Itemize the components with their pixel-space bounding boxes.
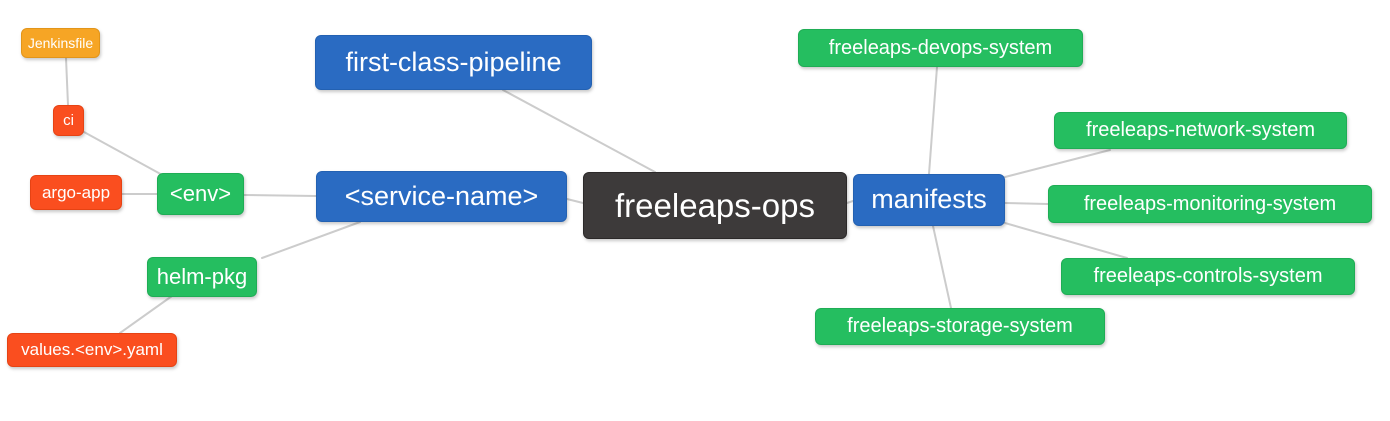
edge-manifests-freeleaps-storage-system [932,225,952,309]
edge-jenkinsfile-ci [65,57,69,106]
node-label: freeleaps-network-system [1086,119,1315,141]
edge-freeleaps-ops-manifests [846,200,854,204]
node-label: freeleaps-monitoring-system [1083,192,1337,215]
node-freeleaps-ops[interactable]: freeleaps-ops [583,172,847,239]
edge-ci-env [83,131,167,178]
node-freeleaps-devops-system[interactable]: freeleaps-devops-system [798,29,1083,67]
node-freeleaps-storage-system[interactable]: freeleaps-storage-system [815,308,1105,345]
node-freeleaps-controls-system[interactable]: freeleaps-controls-system [1061,258,1355,295]
node-label: freeleaps-ops [615,186,815,224]
node-label: ci [63,111,74,129]
node-label: <service-name> [344,180,539,211]
edge-service-name-freeleaps-ops [566,198,584,204]
node-freeleaps-network-system[interactable]: freeleaps-network-system [1054,112,1347,149]
edge-manifests-freeleaps-monitoring-system [1004,202,1049,205]
node-label: freeleaps-controls-system [1093,265,1323,287]
edge-manifests-freeleaps-network-system [1004,149,1111,178]
node-freeleaps-monitoring-system[interactable]: freeleaps-monitoring-system [1048,185,1372,223]
node-env[interactable]: <env> [157,173,244,215]
node-first-class-pipeline[interactable]: first-class-pipeline [315,35,592,90]
edge-service-name-helm-pkg [261,221,361,259]
node-manifests[interactable]: manifests [853,174,1005,226]
node-label: freeleaps-devops-system [828,36,1053,59]
node-values-env-yaml[interactable]: values.<env>.yaml [7,333,177,367]
node-label: first-class-pipeline [345,46,562,77]
node-helm-pkg[interactable]: helm-pkg [147,257,257,297]
edge-manifests-freeleaps-controls-system [1004,222,1128,259]
node-label: manifests [871,184,987,214]
node-jenkinsfile[interactable]: Jenkinsfile [21,28,100,58]
node-label: freeleaps-storage-system [847,315,1073,337]
node-label: values.<env>.yaml [21,340,163,359]
node-argo-app[interactable]: argo-app [30,175,122,210]
edge-manifests-freeleaps-devops-system [928,66,938,175]
edge-helm-pkg-values-env-yaml [119,295,173,334]
node-label: argo-app [41,182,111,202]
edge-first-class-pipeline-freeleaps-ops [502,89,656,173]
node-service-name[interactable]: <service-name> [316,171,567,222]
edge-env-service-name [243,194,317,197]
node-label: Jenkinsfile [27,34,94,51]
node-ci[interactable]: ci [53,105,84,136]
node-label: helm-pkg [156,263,248,289]
node-label: <env> [169,180,232,206]
